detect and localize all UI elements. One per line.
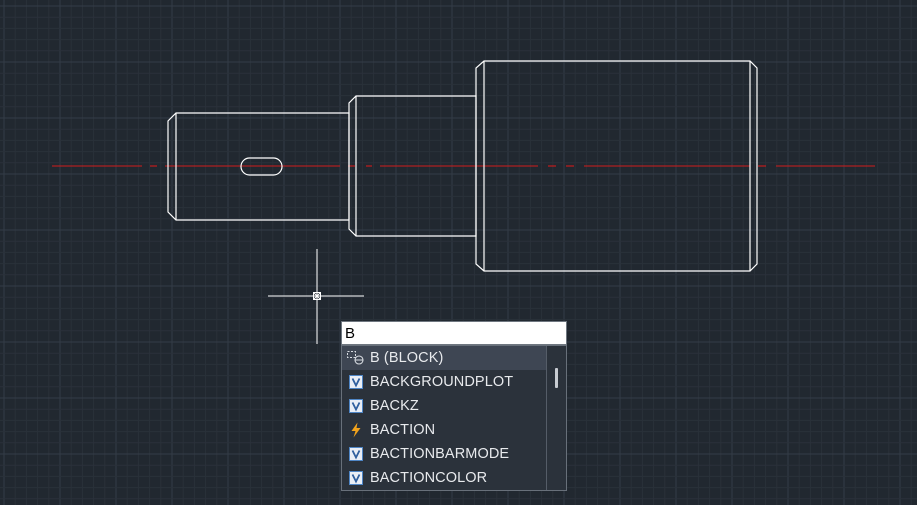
command-autocomplete-list[interactable]: B (BLOCK) BACKGROUNDPLOT BACKZ BACTION	[341, 345, 567, 491]
autocomplete-item-label: B (BLOCK)	[370, 350, 444, 366]
command-input-field[interactable]	[342, 322, 566, 344]
crosshair-pickbox-diagonal	[313, 292, 321, 300]
autocomplete-item-block[interactable]: B (BLOCK)	[342, 346, 546, 370]
shaft-drawing	[167, 60, 758, 272]
autocomplete-item-label: BACTION	[370, 422, 436, 438]
variable-icon	[342, 466, 370, 490]
autocomplete-item-label: BACKGROUNDPLOT	[370, 374, 514, 390]
block-icon	[342, 346, 370, 370]
variable-icon	[342, 394, 370, 418]
lightning-icon	[342, 418, 370, 442]
autocomplete-item-backgroundplot[interactable]: BACKGROUNDPLOT	[342, 370, 546, 394]
autocomplete-item-label: BACTIONCOLOR	[370, 470, 488, 486]
variable-icon	[342, 370, 370, 394]
scrollbar-thumb[interactable]	[555, 368, 558, 388]
autocomplete-item-backz[interactable]: BACKZ	[342, 394, 546, 418]
dynamic-command-input[interactable]	[341, 321, 567, 345]
autocomplete-item-label: BACTIONBARMODE	[370, 446, 510, 462]
crosshair-pickbox	[313, 292, 321, 300]
autocomplete-scrollbar[interactable]	[546, 346, 566, 490]
autocomplete-item-label: BACKZ	[370, 398, 419, 414]
crosshair-cursor	[268, 249, 364, 344]
autocomplete-item-baction[interactable]: BACTION	[342, 418, 546, 442]
autocomplete-item-bactionbarmode[interactable]: BACTIONBARMODE	[342, 442, 546, 466]
variable-icon	[342, 442, 370, 466]
autocomplete-item-bactioncolor[interactable]: BACTIONCOLOR	[342, 466, 546, 490]
keyway-slot	[240, 157, 283, 176]
